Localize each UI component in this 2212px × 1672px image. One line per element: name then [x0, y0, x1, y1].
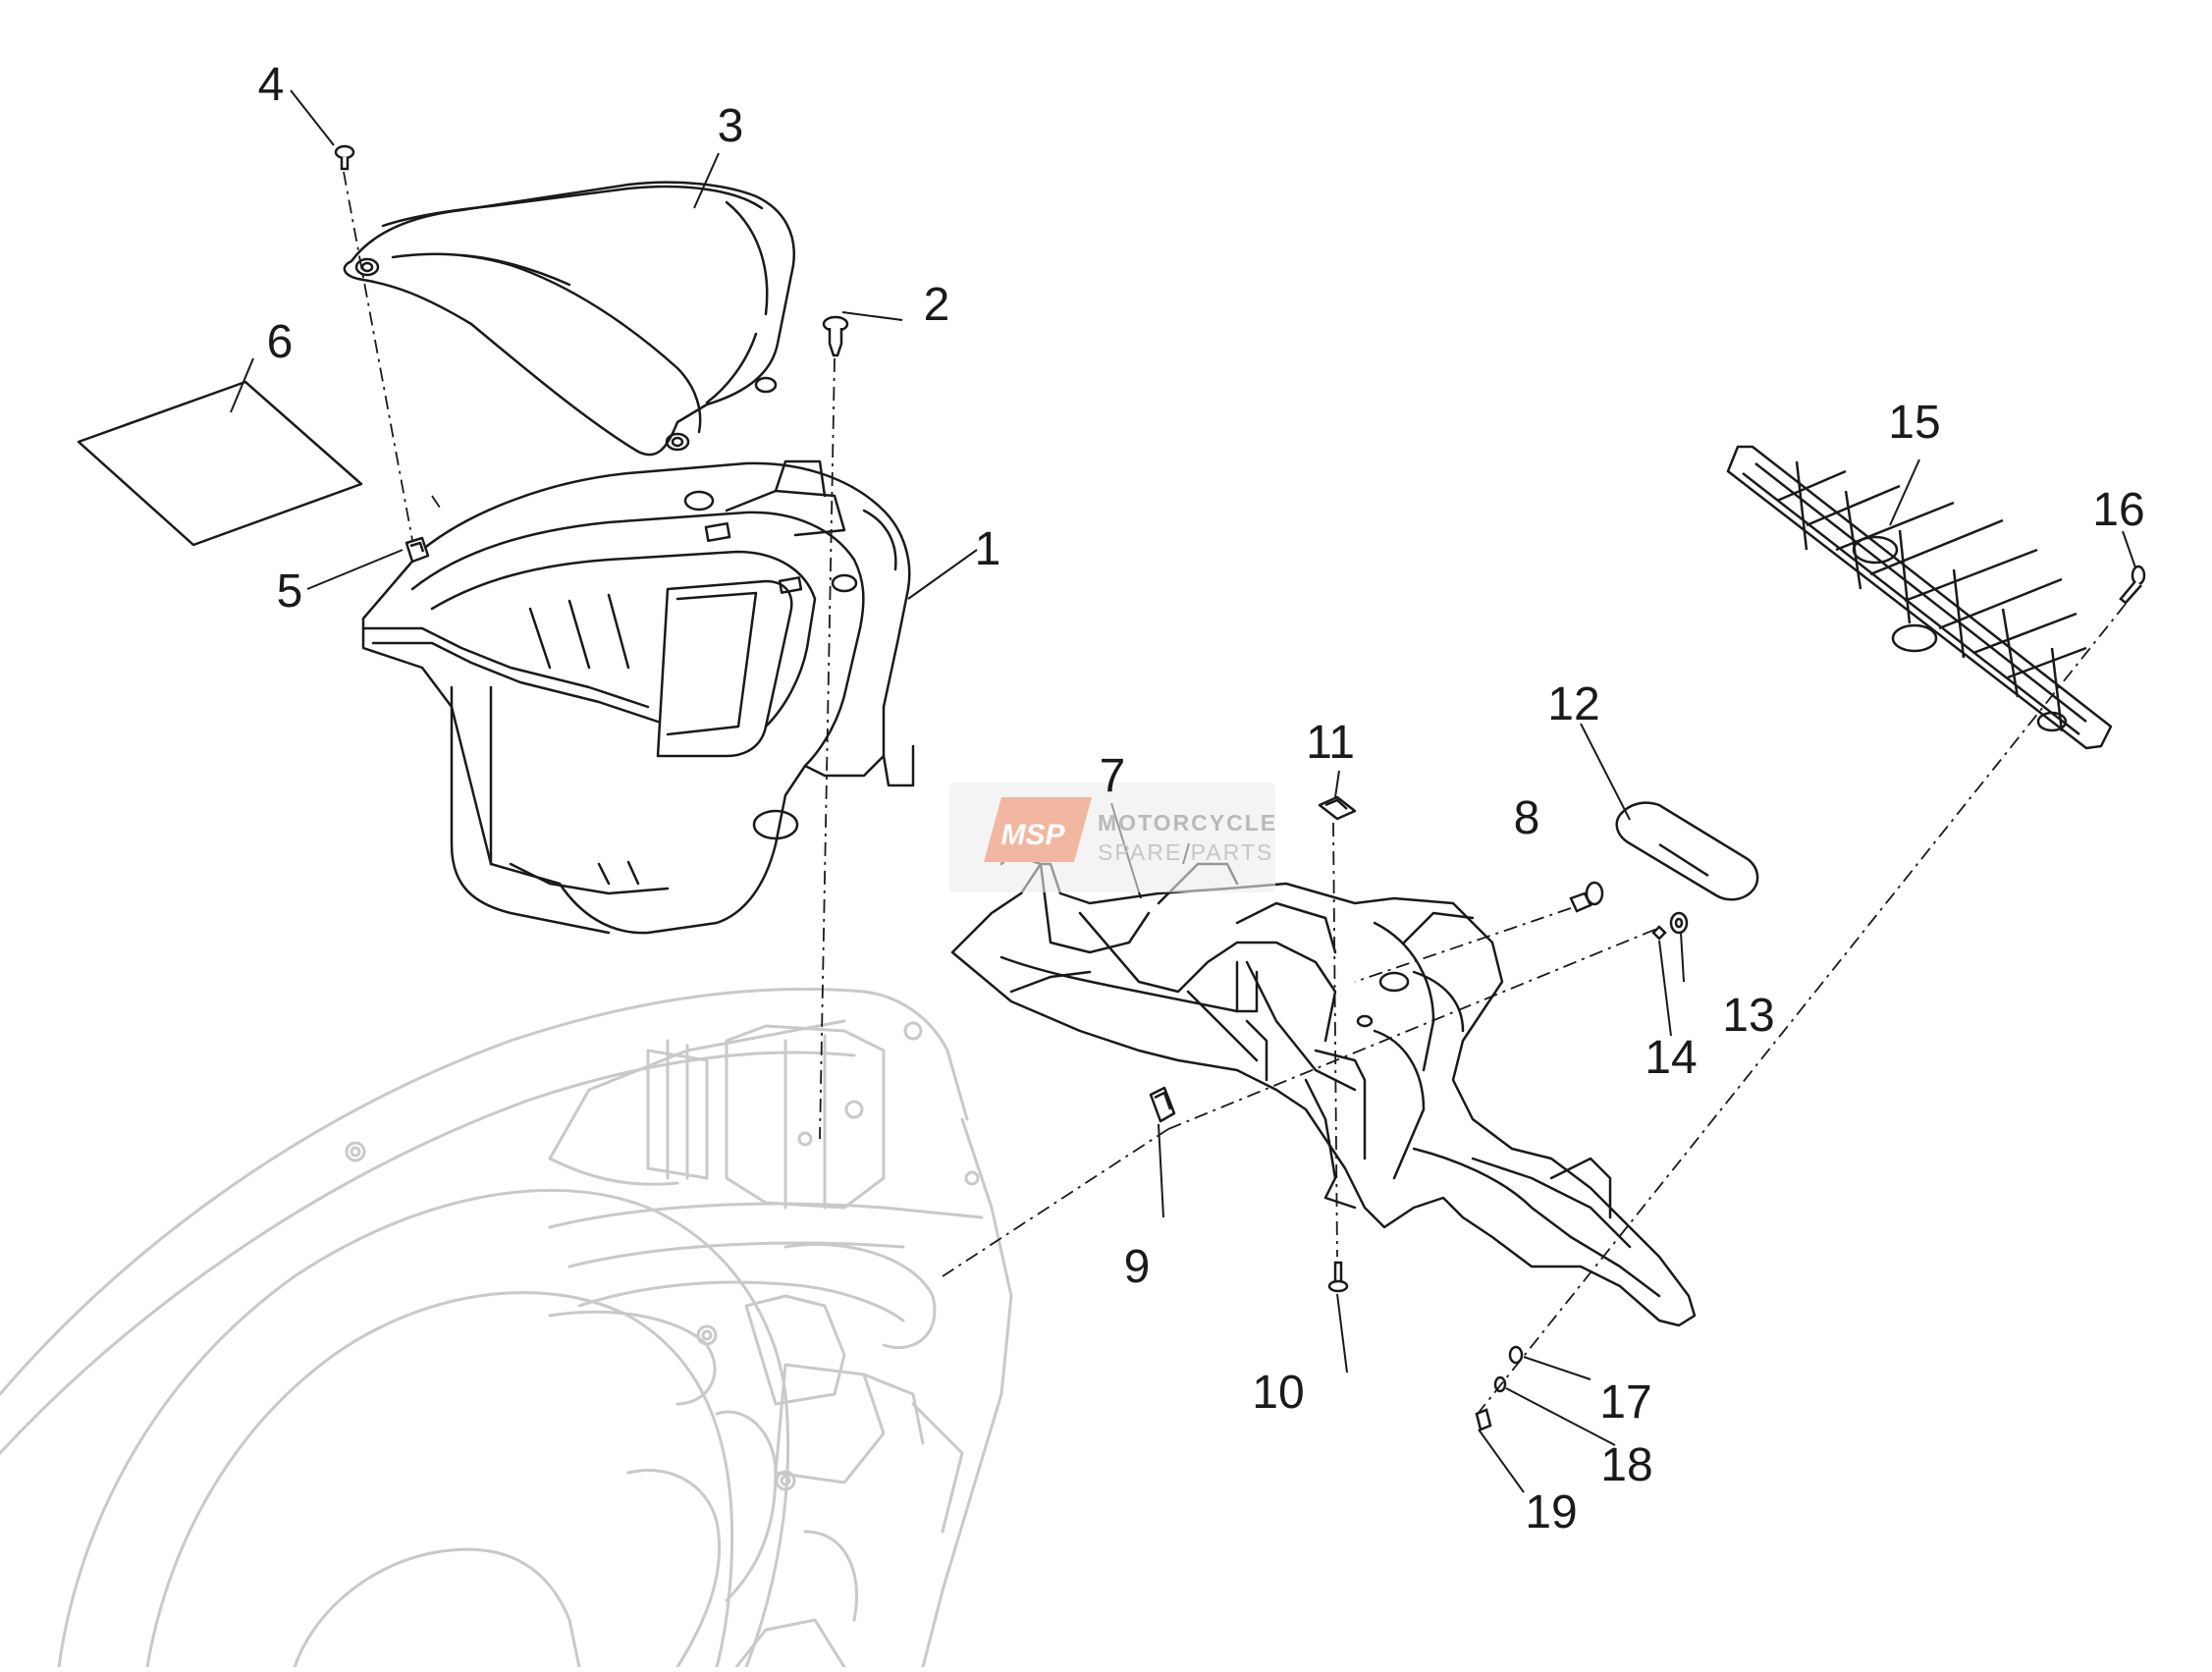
callout-9: 9	[1124, 1241, 1151, 1293]
part-7-mudguard	[950, 842, 1697, 1327]
part-15-plate-holder	[1726, 445, 2113, 750]
callout-12: 12	[1547, 678, 1599, 730]
part-12-reflector	[1615, 801, 1759, 901]
callout-labels: 1 2 3 4 5 6 7 8 9 10 11 12 13 14 15 16 1…	[258, 59, 2145, 1538]
callout-17: 17	[1599, 1376, 1651, 1429]
part-13-washer	[1669, 911, 1689, 935]
callout-3: 3	[718, 100, 744, 152]
part-5-clip-nut	[405, 536, 430, 564]
part-2-screw	[822, 315, 849, 357]
part-17-washer	[1508, 1345, 1524, 1365]
part-16-screw	[2119, 565, 2146, 605]
callout-5: 5	[277, 566, 303, 618]
watermark-logo-text: MSP	[1000, 819, 1065, 851]
callout-11: 11	[1306, 717, 1355, 769]
watermark-line2: SPARE PARTS	[1098, 839, 1273, 865]
callout-6: 6	[267, 316, 294, 368]
part-9-clip	[1149, 1086, 1176, 1123]
callout-18: 18	[1600, 1439, 1652, 1491]
callout-2: 2	[924, 279, 950, 331]
callout-7: 7	[1100, 750, 1126, 802]
part-19-nut	[1475, 1408, 1492, 1431]
watermark-logo-badge	[984, 797, 1092, 862]
part-10-screw	[1327, 1261, 1349, 1293]
callout-15: 15	[1888, 397, 1940, 449]
callout-14: 14	[1645, 1032, 1697, 1084]
callout-10: 10	[1252, 1367, 1304, 1419]
part-3-cover	[343, 181, 795, 457]
callout-16: 16	[2092, 484, 2144, 536]
ghost-chassis	[0, 987, 1013, 1669]
part-11-clip	[1318, 795, 1357, 821]
callout-13: 13	[1722, 990, 1774, 1042]
callout-19: 19	[1525, 1486, 1577, 1538]
part-1-storage-box	[361, 459, 915, 935]
part-14-star-washer	[1651, 925, 1667, 941]
watermark-line1: MOTORCYCLE	[1098, 810, 1277, 836]
callout-1: 1	[975, 523, 1001, 575]
part-6-decal	[77, 380, 363, 547]
callout-4: 4	[258, 59, 285, 111]
part-8-bolt	[1569, 881, 1604, 913]
watermark: MSP MOTORCYCLE SPARE PARTS	[949, 782, 1277, 892]
part-4-screw	[334, 144, 355, 171]
callout-8: 8	[1514, 792, 1540, 844]
assembly-axis-lines	[343, 171, 2127, 1415]
